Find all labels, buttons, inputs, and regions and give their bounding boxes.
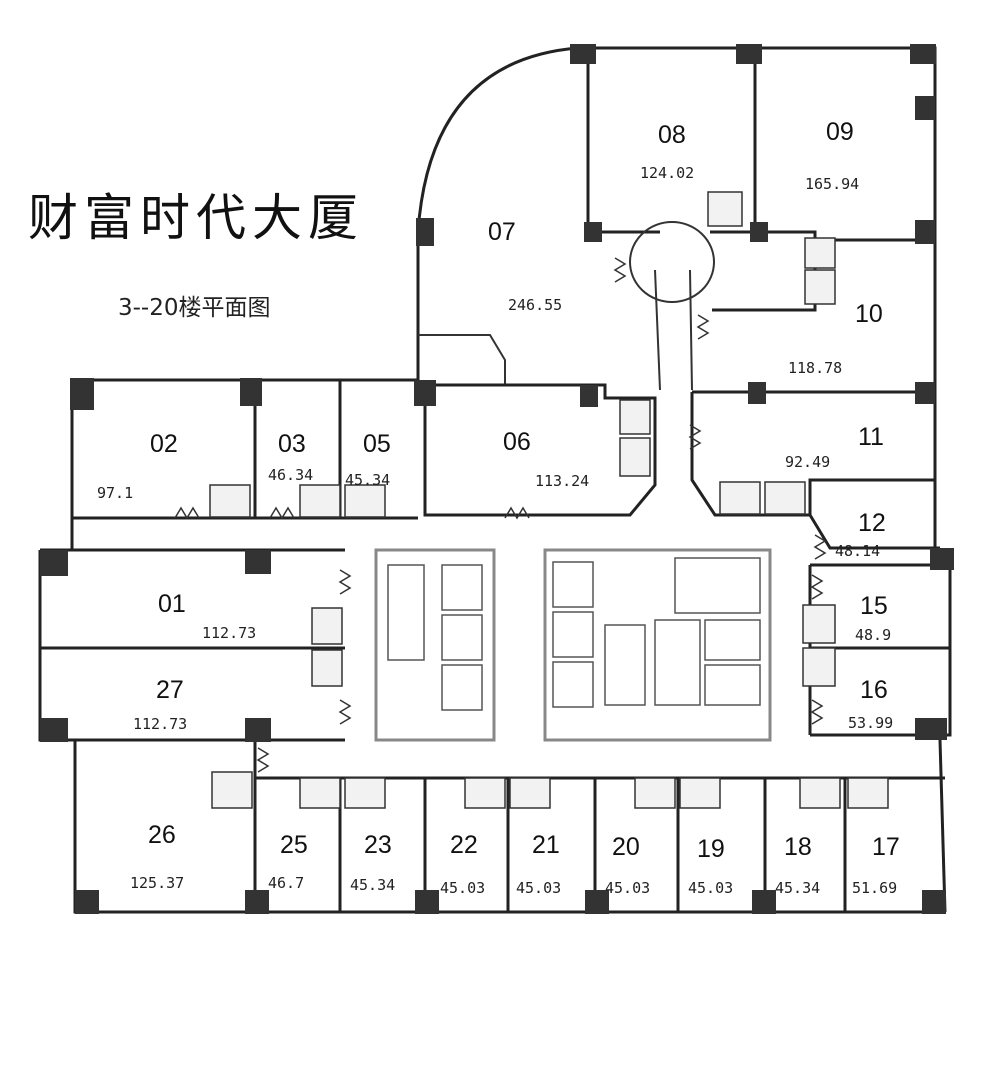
- unit-area-18: 45.34: [775, 879, 820, 897]
- unit-area-19: 45.03: [688, 879, 733, 897]
- unit-number-16: 16: [860, 676, 888, 704]
- unit-number-26: 26: [148, 821, 176, 849]
- unit-area-02: 97.1: [97, 484, 133, 502]
- unit-area-27: 112.73: [133, 715, 187, 733]
- unit-area-03: 46.34: [268, 466, 313, 484]
- unit-area-17: 51.69: [852, 879, 897, 897]
- unit-number-15: 15: [860, 592, 888, 620]
- unit-number-21: 21: [532, 831, 560, 859]
- unit-area-05: 45.34: [345, 471, 390, 489]
- unit-area-16: 53.99: [848, 714, 893, 732]
- unit-number-11: 11: [858, 423, 884, 451]
- unit-number-25: 25: [280, 831, 308, 859]
- unit-number-08: 08: [658, 121, 686, 149]
- floor-plan-subtitle: 3--20楼平面图: [118, 295, 271, 321]
- unit-area-26: 125.37: [130, 874, 184, 892]
- unit-number-06: 06: [503, 428, 531, 456]
- unit-number-03: 03: [278, 430, 306, 458]
- unit-area-23: 45.34: [350, 876, 395, 894]
- unit-area-01: 112.73: [202, 624, 256, 642]
- unit-number-09: 09: [826, 118, 854, 146]
- structural-columns: [40, 44, 954, 914]
- door-swings: [174, 257, 827, 773]
- unit-area-12: 48.14: [835, 542, 880, 560]
- unit-area-15: 48.9: [855, 626, 891, 644]
- unit-area-21: 45.03: [516, 879, 561, 897]
- unit-number-17: 17: [872, 833, 900, 861]
- unit-area-10: 118.78: [788, 359, 842, 377]
- unit-number-02: 02: [150, 430, 178, 458]
- unit-number-23: 23: [364, 831, 392, 859]
- unit-area-07: 246.55: [508, 296, 562, 314]
- unit-number-22: 22: [450, 831, 478, 859]
- unit-number-19: 19: [697, 835, 725, 863]
- unit-area-08: 124.02: [640, 164, 694, 182]
- unit-area-20: 45.03: [605, 879, 650, 897]
- central-core: [374, 548, 772, 742]
- unit-area-25: 46.7: [268, 874, 304, 892]
- unit-area-11: 92.49: [785, 453, 830, 471]
- unit-number-20: 20: [612, 833, 640, 861]
- unit-labels: 01 112.73 02 97.1 03 46.34 05 45.34 06 1…: [97, 118, 900, 897]
- unit-area-22: 45.03: [440, 879, 485, 897]
- building-title: 财富时代大厦: [28, 189, 364, 247]
- unit-number-01: 01: [158, 590, 186, 618]
- unit-number-10: 10: [855, 300, 883, 328]
- unit-area-06: 113.24: [535, 472, 589, 490]
- unit-number-12: 12: [858, 509, 886, 537]
- unit-number-27: 27: [156, 676, 184, 704]
- unit-washrooms: [209, 191, 889, 809]
- unit-number-18: 18: [784, 833, 812, 861]
- unit-area-09: 165.94: [805, 175, 859, 193]
- unit-number-05: 05: [363, 430, 391, 458]
- unit-number-07: 07: [488, 218, 516, 246]
